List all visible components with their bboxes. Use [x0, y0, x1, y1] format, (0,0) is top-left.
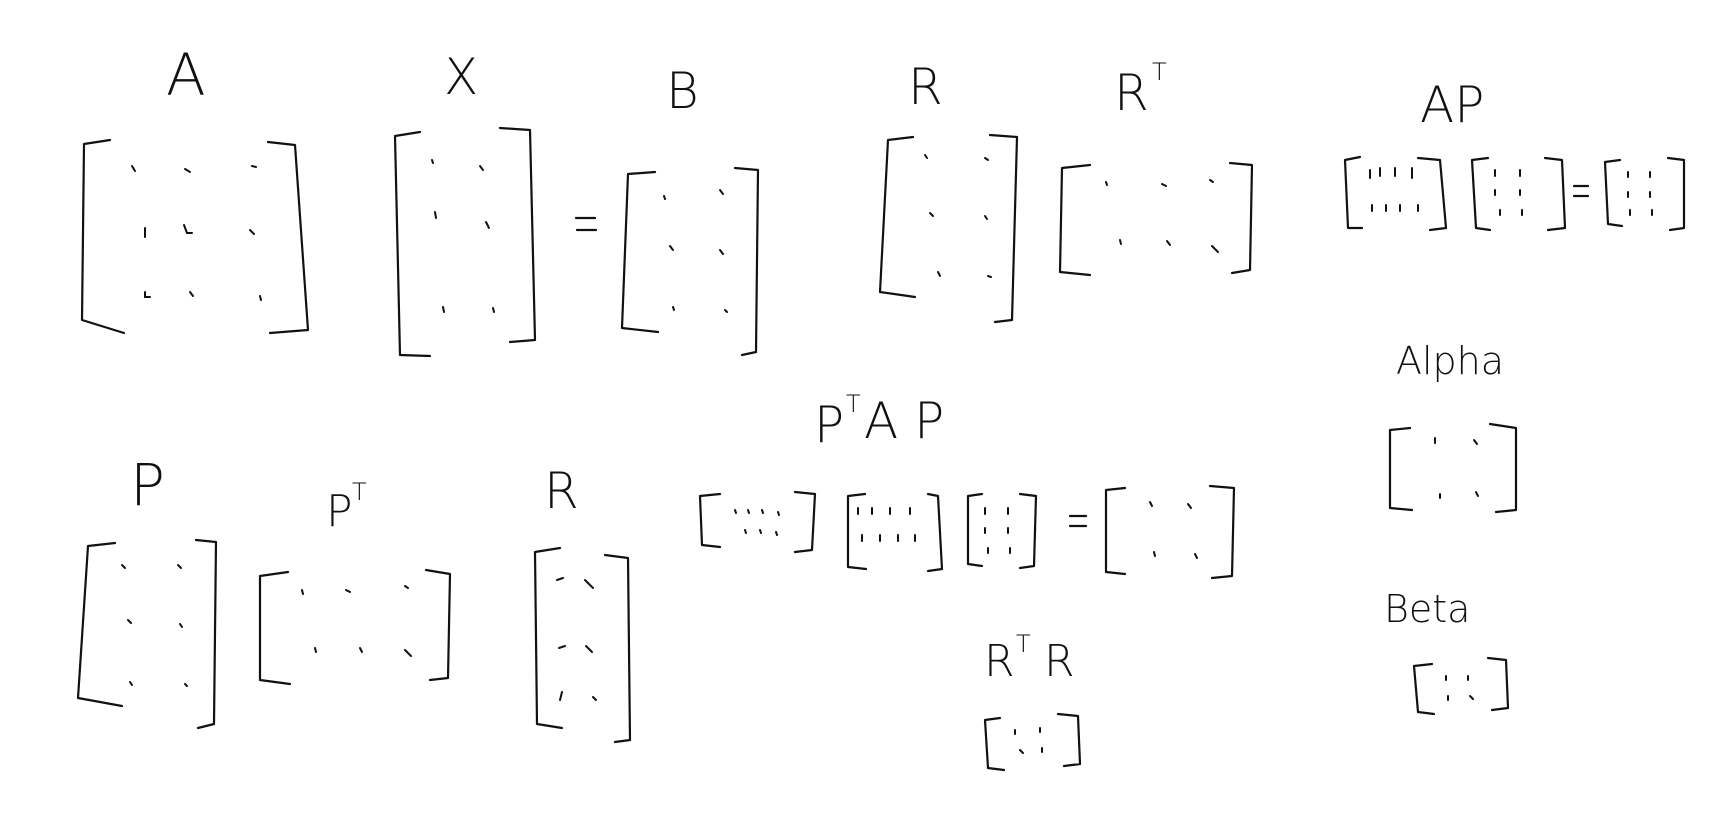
alpha-entries [1434, 437, 1479, 499]
matrix-x-right-bracket [498, 126, 537, 344]
ap-p-left-bracket [1470, 156, 1492, 232]
ptap-a-left-bracket [846, 492, 868, 571]
label-rtr-rest: R [1044, 636, 1075, 687]
label-ptap-superscript: T [846, 390, 861, 418]
matrix-rt-entries [1105, 179, 1219, 253]
alpha-right-bracket [1488, 422, 1518, 514]
label-beta: Beta [1384, 587, 1471, 631]
matrix-b-right-bracket [733, 166, 760, 357]
matrix-p-left-bracket [76, 541, 124, 708]
label-rt-superscript: T [1152, 58, 1167, 86]
label-p: P [130, 451, 165, 519]
ptap-p-right-bracket [1018, 492, 1038, 570]
matrix-r2-right-bracket [603, 553, 632, 744]
ap-p-right-bracket [1543, 156, 1567, 232]
ptap-pt-right-bracket [793, 490, 817, 554]
matrix-a-entries [131, 165, 262, 301]
beta-entries [1445, 675, 1474, 701]
ap-entries [1369, 167, 1653, 216]
matrix-r2-left-bracket [533, 546, 564, 730]
matrix-pt-entries [301, 585, 412, 657]
label-ptap-rest: A P [864, 392, 945, 450]
matrix-r-left-bracket [878, 135, 917, 299]
label-r: R [908, 58, 943, 116]
equals-sign-3 [1068, 514, 1088, 528]
rtr-right-bracket [1056, 712, 1082, 768]
label-pt-superscript: T [352, 478, 367, 506]
label-rtr-base: R [984, 636, 1015, 687]
matrix-r-right-bracket [988, 133, 1019, 324]
ptap-pt-left-bracket [698, 492, 722, 549]
label-ptap-p: P [814, 396, 845, 454]
ptap-entries [734, 501, 1198, 559]
beta-right-bracket [1486, 656, 1510, 712]
ap-a-left-bracket [1343, 155, 1364, 230]
matrix-x-left-bracket [393, 130, 432, 358]
matrix-pt-right-bracket [424, 568, 452, 682]
ap-result-left-bracket [1603, 158, 1624, 228]
ptap-p-left-bracket [966, 492, 984, 568]
matrix-r-entries [924, 154, 992, 278]
label-pt-base: P [326, 486, 353, 537]
equals-sign-1 [574, 216, 598, 232]
matrix-a-right-bracket [266, 140, 310, 335]
label-r2: R [544, 462, 579, 520]
matrix-pt-left-bracket [258, 570, 292, 686]
label-alpha: Alpha [1396, 339, 1505, 383]
matrix-p-entries [121, 564, 188, 687]
label-rtr-superscript: T [1016, 630, 1031, 658]
ptap-a-right-bracket [926, 492, 944, 573]
matrix-p-right-bracket [194, 538, 218, 730]
matrix-x-entries [431, 159, 495, 313]
label-b: B [666, 62, 699, 120]
label-a: A [166, 41, 206, 109]
ap-a-right-bracket [1416, 156, 1448, 232]
label-ap: AP [1420, 76, 1485, 134]
label-rt-base: R [1114, 64, 1149, 122]
matrix-rt-right-bracket [1228, 161, 1254, 275]
matrix-a-left-bracket [80, 138, 126, 335]
alpha-left-bracket [1388, 426, 1414, 512]
matrix-b-entries [663, 189, 728, 313]
rtr-entries [1014, 727, 1043, 754]
label-x: X [444, 48, 479, 106]
equals-sign-2 [1572, 184, 1590, 198]
ptap-result-right-bracket [1208, 484, 1236, 580]
matrix-r2-entries [556, 577, 597, 701]
matrix-rt-left-bracket [1058, 163, 1092, 277]
ap-result-right-bracket [1666, 156, 1686, 232]
matrix-b-left-bracket [620, 170, 660, 334]
beta-left-bracket [1412, 662, 1436, 716]
rtr-left-bracket [983, 716, 1006, 772]
ptap-result-left-bracket [1104, 486, 1127, 576]
